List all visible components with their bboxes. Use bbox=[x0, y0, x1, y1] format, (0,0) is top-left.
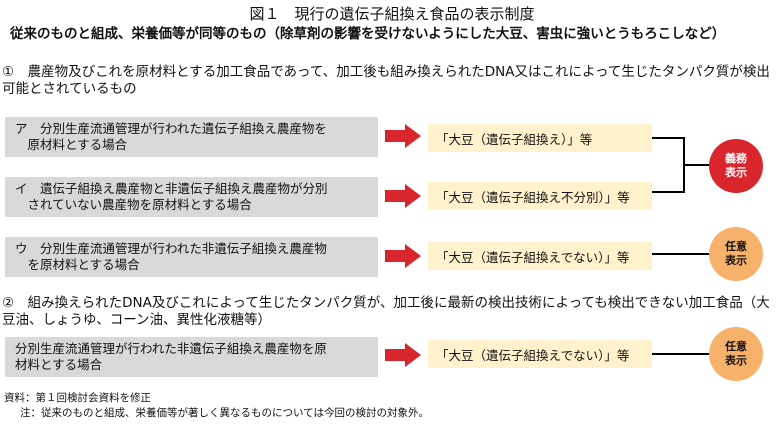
optional-label-badge: 任意 表示 bbox=[709, 327, 763, 381]
row-a-source: ア 分別生産流通管理が行われた遺伝子組換え農産物を 原材料とする場合 bbox=[5, 117, 378, 157]
optional-line1: 任意 bbox=[725, 340, 747, 353]
bracket-connector bbox=[652, 137, 712, 193]
row-c-result-text: 「大豆（遺伝子組換えでない）」等 bbox=[436, 249, 630, 265]
figure-title: 図１ 現行の遺伝子組換え食品の表示制度 bbox=[249, 5, 535, 23]
heading: 従来のものと組成、栄養価等が同等のもの（除草剤の影響を受けないようにした大豆、害… bbox=[10, 26, 726, 42]
mandatory-line1: 義務 bbox=[725, 152, 747, 165]
optional-line2: 表示 bbox=[725, 254, 747, 267]
connector-line bbox=[652, 353, 712, 355]
row-d-result: 「大豆（遺伝子組換えでない）」等 bbox=[428, 340, 652, 368]
row-b-source: イ 遺伝子組換え農産物と非遺伝子組換え農産物が分別 されていない農産物を原材料と… bbox=[5, 177, 378, 217]
source-note: 資料：第１回検討会資料を修正 bbox=[4, 392, 151, 404]
optional-line2: 表示 bbox=[725, 354, 747, 367]
row-c-result: 「大豆（遺伝子組換えでない）」等 bbox=[428, 242, 652, 270]
optional-label-badge: 任意 表示 bbox=[709, 227, 763, 281]
row-a-result: 「大豆（遺伝子組換え）」等 bbox=[428, 124, 652, 152]
optional-line1: 任意 bbox=[725, 240, 747, 253]
row-a-result-text: 「大豆（遺伝子組換え）」等 bbox=[436, 131, 593, 147]
arrow-right-icon bbox=[385, 184, 421, 208]
arrow-right-icon bbox=[385, 343, 421, 367]
mandatory-label-badge: 義務 表示 bbox=[709, 139, 763, 193]
arrow-right-icon bbox=[385, 124, 421, 148]
connector-line bbox=[652, 253, 712, 255]
mandatory-line2: 表示 bbox=[725, 166, 747, 179]
row-b-result: 「大豆（遺伝子組換え不分別）」等 bbox=[428, 182, 652, 210]
section1-label: ① 農産物及びこれを原材料とする加工食品であって、加工後も組み換えられたDNA又… bbox=[2, 64, 770, 97]
row-c-source: ウ 分別生産流通管理が行われた非遺伝子組換え農産物 を原材料とする場合 bbox=[5, 237, 378, 277]
footnote: 注：従来のものと組成、栄養価等が著しく異なるものについては今回の検討の対象外。 bbox=[20, 407, 429, 419]
arrow-right-icon bbox=[385, 244, 421, 268]
section2-label: ② 組み換えられたDNA及びこれによって生じたタンパク質が、加工後に最新の検出技… bbox=[2, 295, 770, 328]
row-d-source: 分別生産流通管理が行われた非遺伝子組換え農産物を原 材料とする場合 bbox=[5, 337, 378, 377]
row-b-result-text: 「大豆（遺伝子組換え不分別）」等 bbox=[436, 189, 630, 205]
row-d-result-text: 「大豆（遺伝子組換えでない）」等 bbox=[436, 347, 630, 363]
